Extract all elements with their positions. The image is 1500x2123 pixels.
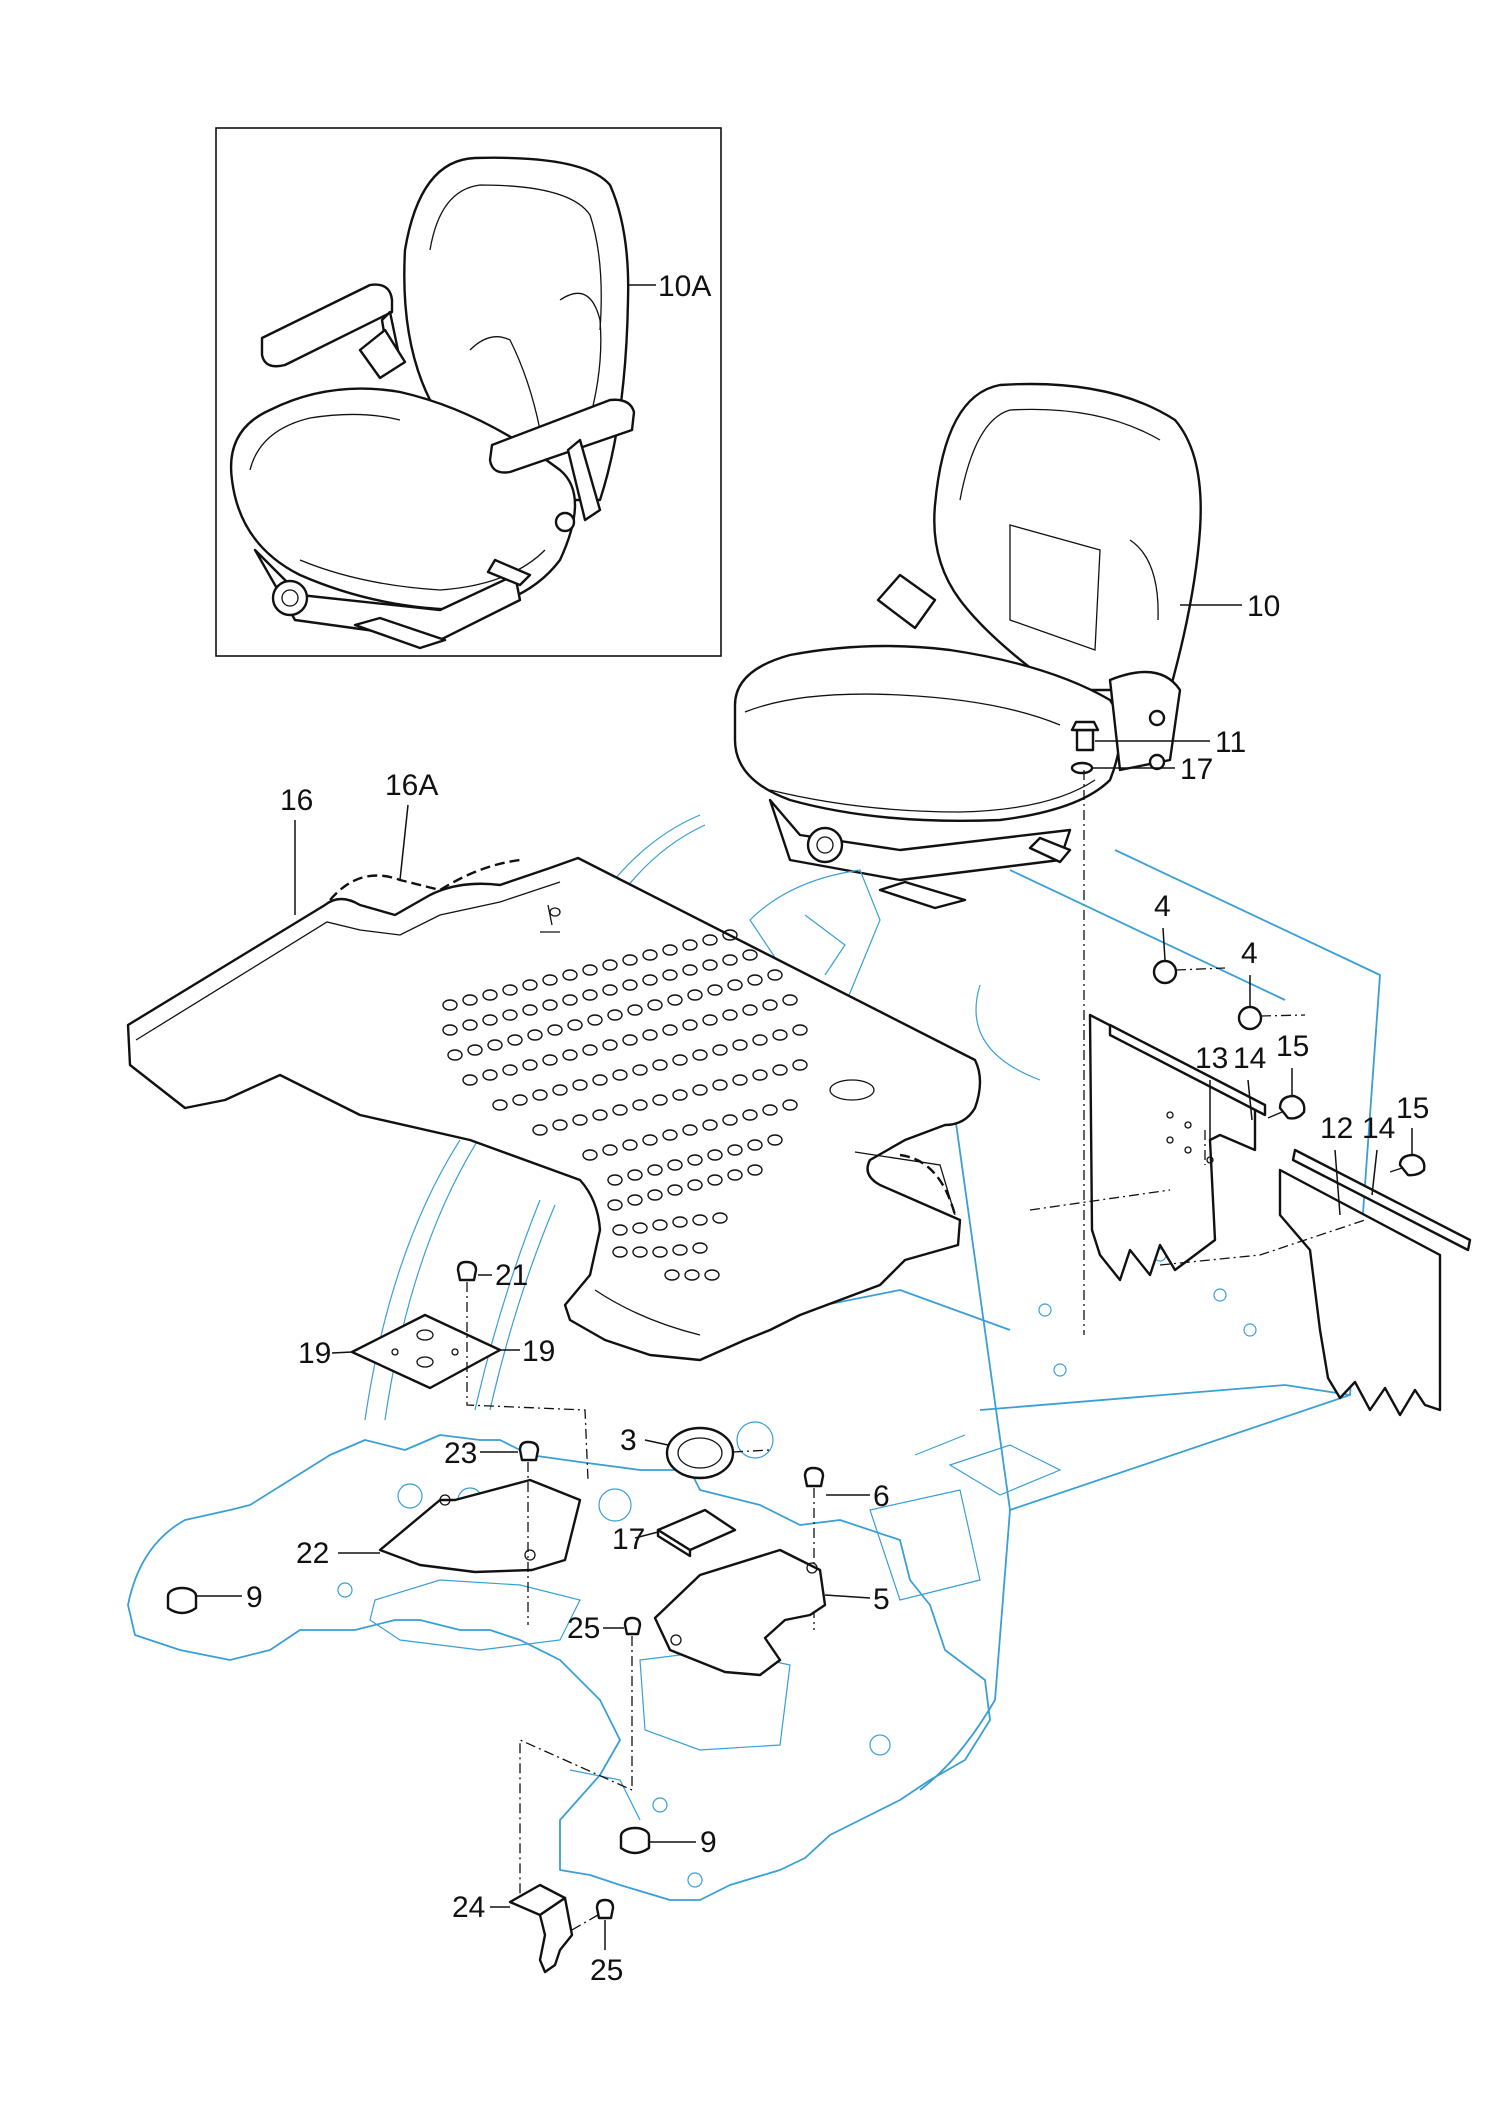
- floor-mat-16: 16 16A: [126, 769, 982, 1362]
- callout-14b: 14: [1362, 1112, 1395, 1145]
- o-rings-4: 4 4: [1152, 890, 1306, 1031]
- callout-3: 3: [620, 1424, 637, 1457]
- skirt-12: 12 14 15: [1159, 1092, 1472, 1417]
- callout-4b: 4: [1241, 937, 1258, 970]
- callout-11: 11: [1215, 726, 1246, 759]
- plug-9-left: 9: [166, 1581, 263, 1615]
- callout-16: 16: [280, 784, 313, 817]
- cover-22: 23 22: [296, 1437, 582, 1625]
- plate-5: 6 5: [653, 1466, 890, 1677]
- skirt-13: 13 14 15: [1029, 1013, 1309, 1282]
- callout-19b: 19: [522, 1335, 555, 1368]
- callout-15a: 15: [1276, 1030, 1309, 1063]
- grommet-3: 3: [620, 1424, 771, 1480]
- callout-4a: 4: [1154, 890, 1171, 923]
- inset-seat-10a: 10A: [215, 127, 722, 657]
- mat-hole-pattern: [442, 929, 808, 1281]
- callout-9b: 9: [700, 1826, 717, 1859]
- callout-16a: 16A: [385, 769, 438, 802]
- callout-25b: 25: [590, 1954, 623, 1987]
- plug-9-right: 9: [619, 1826, 717, 1859]
- callout-10: 10: [1247, 590, 1280, 623]
- callout-17a: 17: [1180, 753, 1213, 786]
- callout-12: 12: [1320, 1112, 1353, 1145]
- callout-15b: 15: [1396, 1092, 1429, 1125]
- callout-24: 24: [452, 1891, 485, 1924]
- callout-22: 22: [296, 1537, 329, 1570]
- callout-10a: 10A: [658, 270, 711, 303]
- callout-23: 23: [444, 1437, 477, 1470]
- callout-14a: 14: [1233, 1042, 1266, 1075]
- callout-19a: 19: [298, 1337, 331, 1370]
- callout-13: 13: [1195, 1042, 1228, 1075]
- bracket-24: 24 25: [452, 1883, 623, 1987]
- callout-5: 5: [873, 1583, 890, 1616]
- pad-17: 17: [612, 1508, 737, 1558]
- seat-10: 10 11 17: [733, 382, 1280, 1335]
- callout-21: 21: [495, 1259, 528, 1292]
- plate-19: 21 19 19: [298, 1259, 589, 1481]
- callout-9a: 9: [246, 1581, 263, 1614]
- callout-17b: 17: [612, 1523, 645, 1556]
- callout-25a: 25: [567, 1612, 600, 1645]
- bolt-25-upper: 25: [519, 1612, 642, 1905]
- callout-6: 6: [873, 1480, 890, 1513]
